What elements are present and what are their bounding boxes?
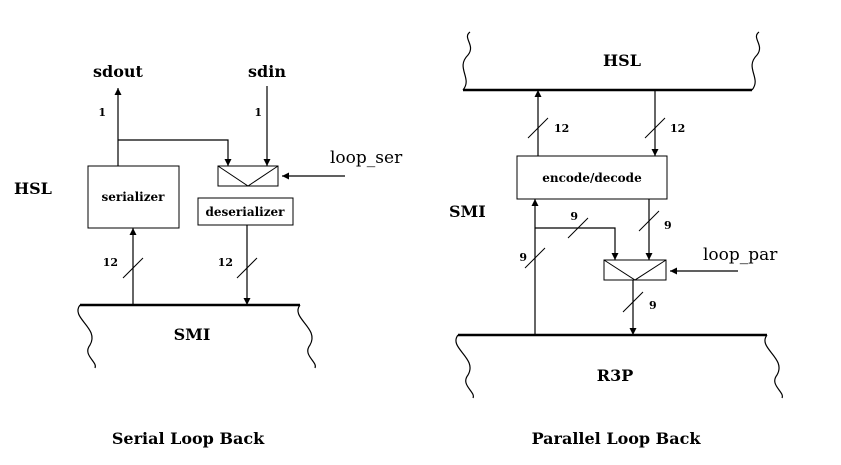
bus-width-slash — [567, 217, 589, 239]
serial-caption: Serial Loop Back — [112, 429, 265, 448]
serializer-width-label: 12 — [103, 256, 118, 269]
loop-ser-label: loop_ser — [330, 148, 403, 168]
hsl-side-label: HSL — [14, 179, 52, 198]
r3p-bus-label: R3P — [597, 366, 633, 385]
bus-width-slash — [236, 257, 258, 279]
loop-width-label: 9 — [570, 210, 578, 223]
deserializer-block: deserializer — [197, 197, 294, 226]
decode-out-width-label: 9 — [664, 219, 672, 232]
hsl-bus: HSL — [462, 31, 761, 92]
serial-loop-wire — [118, 139, 232, 166]
mux-out-width-label: 9 — [649, 299, 657, 312]
encode-decode-label: encode/decode — [542, 171, 642, 185]
sdout-label: sdout — [93, 62, 144, 81]
deserializer-width-label: 12 — [218, 256, 233, 269]
serializer-block: serializer — [87, 165, 180, 229]
sdin-label: sdin — [248, 62, 286, 81]
smi-side-label: SMI — [449, 202, 486, 221]
sdout-width-label: 1 — [98, 106, 106, 119]
hsl-bus-label: HSL — [603, 51, 641, 70]
bus-width-slash — [122, 257, 144, 279]
parallel-loopback-diagram: HSL R3P SMI encode/decode 12 12 9 9 — [449, 31, 783, 448]
parallel-loop-mux — [603, 259, 667, 281]
bus-width-slash — [622, 291, 644, 313]
serial-loop-mux — [217, 165, 279, 187]
parallel-loop-wire — [535, 227, 619, 260]
bus-width-slash — [644, 117, 666, 139]
parallel-caption: Parallel Loop Back — [532, 429, 702, 448]
smi-bus-label: SMI — [174, 325, 211, 344]
bus-width-slash — [638, 210, 660, 232]
deserializer-label: deserializer — [206, 205, 286, 219]
r3p-bus: R3P — [455, 333, 783, 399]
sdin-width-label: 1 — [254, 106, 262, 119]
codec-up-width-label: 12 — [554, 122, 569, 135]
loop-par-label: loop_par — [703, 245, 778, 265]
serializer-label: serializer — [102, 190, 166, 204]
bus-width-slash — [524, 247, 546, 269]
codec-down-width-label: 12 — [670, 122, 685, 135]
r3p-up-width-label: 9 — [519, 251, 527, 264]
serial-loopback-diagram: SMI HSL serializer deserializer sdout 1 … — [14, 62, 403, 448]
encode-decode-block: encode/decode — [516, 155, 668, 200]
smi-bus: SMI — [77, 303, 316, 369]
bus-width-slash — [527, 117, 549, 139]
